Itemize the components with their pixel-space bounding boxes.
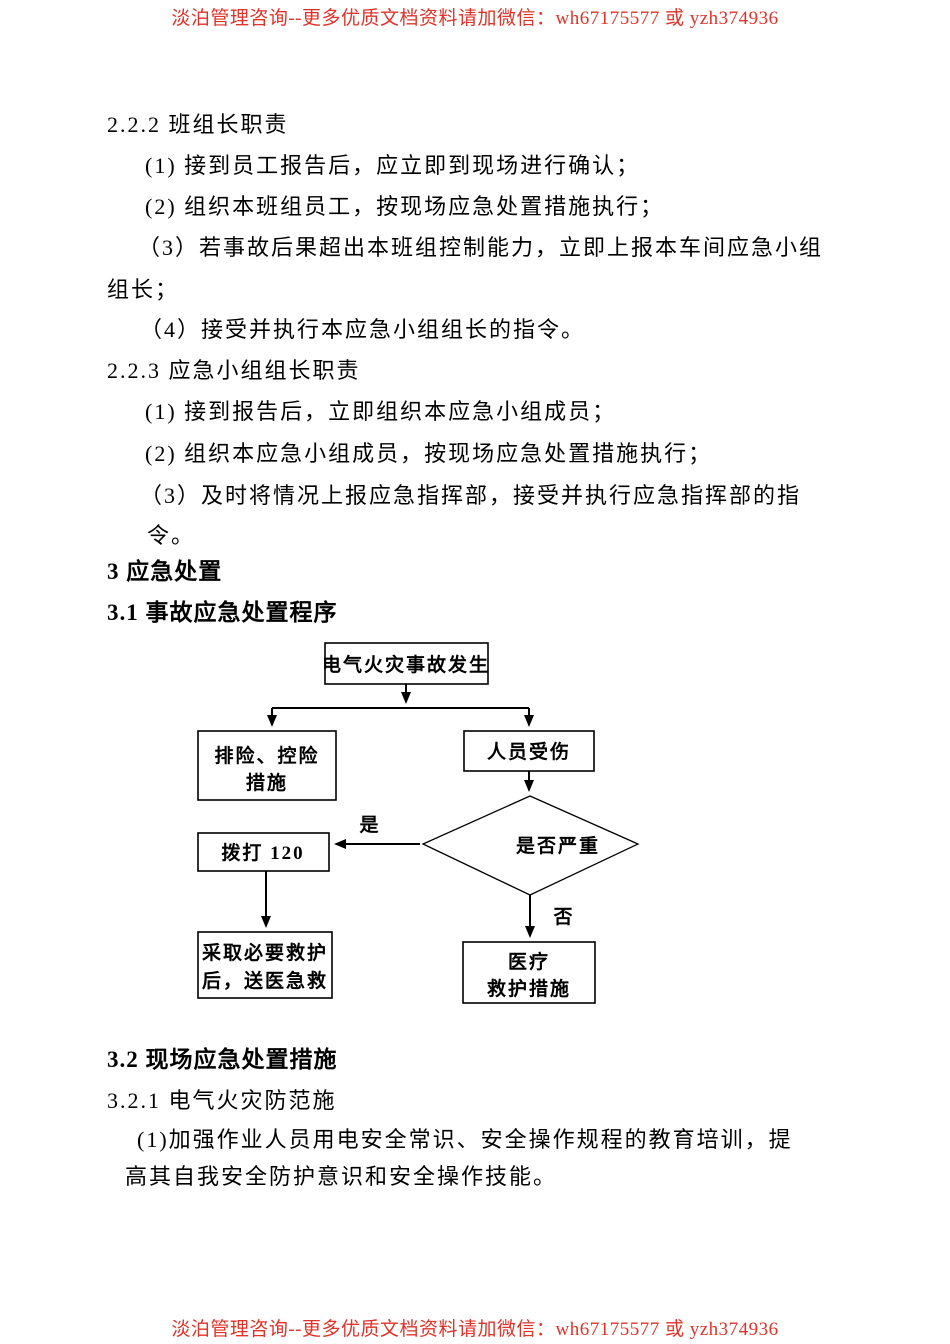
header-watermark: 淡泊管理咨询--更多优质文档资料请加微信：wh67175577 或 yzh374… bbox=[171, 8, 779, 29]
call-120-box-label: 拨打 120 bbox=[221, 841, 304, 864]
decision-label: 是否严重 bbox=[516, 835, 600, 857]
list-item: （3）若事故后果超出本班组控制能力，立即上报本车间应急小组 bbox=[138, 235, 824, 260]
list-item-continuation: 高其自我安全防护意识和安全操作技能。 bbox=[125, 1164, 558, 1189]
section-heading-3-1: 3.1 事故应急处置程序 bbox=[107, 600, 338, 625]
section-heading-3: 3 应急处置 bbox=[107, 559, 223, 584]
start-box bbox=[324, 642, 489, 685]
list-item-continuation: 组长； bbox=[107, 277, 180, 302]
list-item: (1)加强作业人员用电安全常识、安全操作规程的教育培训，提 bbox=[137, 1127, 793, 1152]
list-item: (2) 组织本班组员工，按现场应急处置措施执行； bbox=[145, 194, 665, 219]
list-item: （4）接受并执行本应急小组组长的指令。 bbox=[140, 317, 586, 342]
start-box-label: 电气火灾事故发生 bbox=[322, 653, 490, 676]
rescue-box-label-line2: 后，送医急救 bbox=[202, 969, 328, 992]
control-box bbox=[197, 730, 337, 801]
control-box-label-line1: 排险、控险 bbox=[214, 744, 319, 767]
list-item: (1) 接到报告后，立即组织本应急小组成员； bbox=[145, 399, 617, 424]
injury-box-label: 人员受伤 bbox=[487, 740, 571, 763]
call-120-box bbox=[197, 832, 330, 872]
injury-box bbox=[463, 730, 595, 772]
list-item: (2) 组织本应急小组成员，按现场应急处置措施执行； bbox=[145, 441, 713, 466]
medical-box-label-line2: 救护措施 bbox=[487, 977, 571, 1000]
section-heading-3-2-1: 3.2.1 电气火灾防范施 bbox=[107, 1088, 337, 1113]
rescue-box bbox=[197, 931, 333, 999]
list-item-continuation: 令。 bbox=[147, 523, 196, 548]
list-item: (1) 接到员工报告后，应立即到现场进行确认； bbox=[145, 153, 641, 178]
footer-watermark: 淡泊管理咨询--更多优质文档资料请加微信：wh67175577 或 yzh374… bbox=[171, 1319, 779, 1340]
yes-label: 是 bbox=[359, 814, 380, 836]
section-heading-2-2-3: 2.2.3 应急小组组长职责 bbox=[107, 358, 361, 383]
flowchart: 电气火灾事故发生 排险、控险 措施 人员受伤 是否严重 是 否 拨打 120 采… bbox=[197, 642, 640, 1004]
medical-box-label-line1: 医疗 bbox=[508, 950, 550, 973]
medical-box bbox=[462, 941, 596, 1004]
section-heading-3-2: 3.2 现场应急处置措施 bbox=[107, 1047, 338, 1072]
decision-diamond bbox=[421, 795, 640, 896]
list-item: （3）及时将情况上报应急指挥部，接受并执行应急指挥部的指 bbox=[140, 483, 802, 508]
no-label: 否 bbox=[552, 907, 574, 928]
control-box-label-line2: 措施 bbox=[246, 771, 288, 794]
rescue-box-label-line1: 采取必要救护 bbox=[202, 941, 328, 964]
section-heading-2-2-2: 2.2.2 班组长职责 bbox=[107, 112, 289, 137]
